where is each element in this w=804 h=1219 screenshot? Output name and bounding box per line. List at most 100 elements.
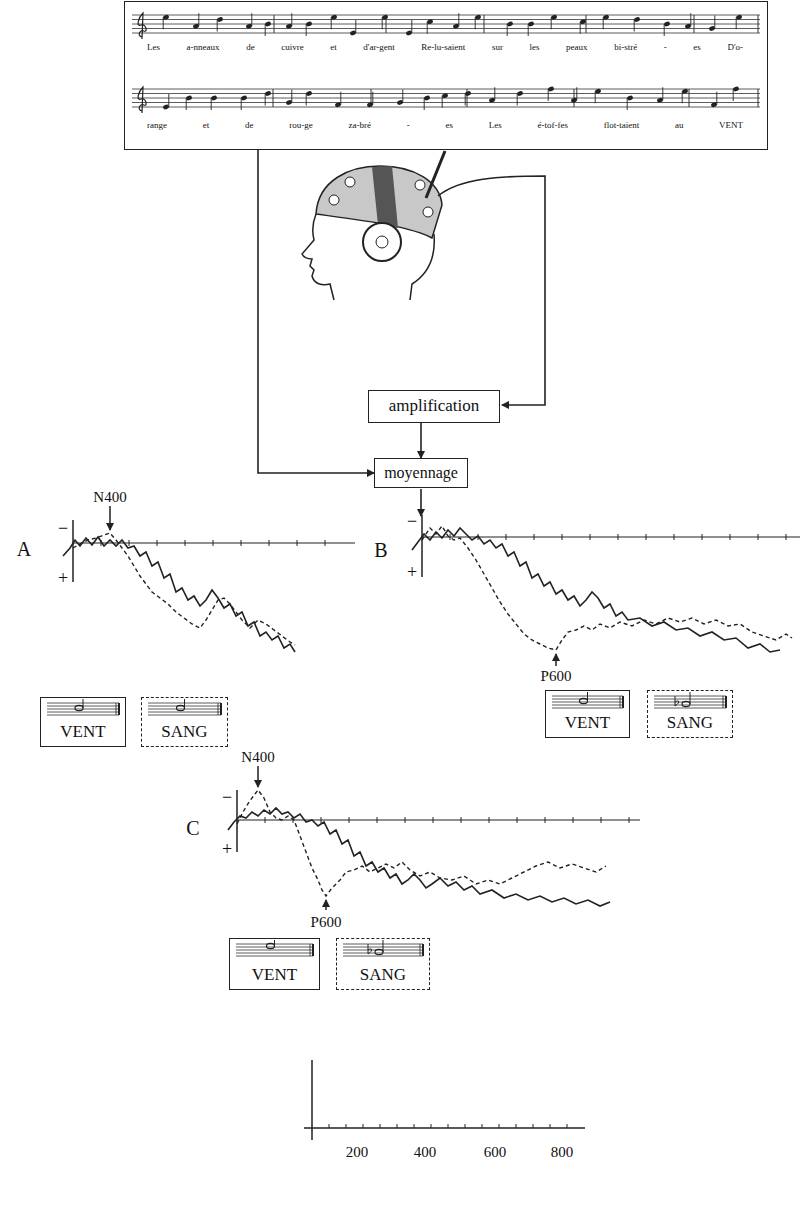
sound-pointer	[426, 151, 445, 198]
polarity-sign: +	[407, 563, 417, 581]
staff-line	[132, 89, 760, 90]
bar-line	[723, 696, 724, 708]
note-stem	[716, 92, 717, 105]
stimulus-word: VENT	[252, 966, 297, 985]
lyrics-line: range et de rou-ge za-bré - es Les é-tof…	[147, 120, 743, 131]
x-axis	[237, 819, 640, 820]
bar-line	[620, 696, 621, 708]
electrode	[415, 180, 425, 190]
bar-line	[422, 944, 424, 956]
note-stem	[424, 98, 425, 110]
y-axis	[236, 790, 238, 852]
bar-line	[586, 15, 587, 33]
y-axis	[421, 515, 423, 577]
axis-label: 400	[414, 1145, 437, 1160]
flat-sign	[368, 944, 372, 954]
staff-line	[47, 715, 119, 716]
axis-tick	[321, 817, 322, 823]
bar-line	[218, 703, 219, 715]
staff-line	[47, 712, 119, 713]
panel-b	[412, 515, 800, 666]
erp-trace-solid	[412, 528, 780, 652]
note-stem	[595, 91, 596, 103]
axis-tick	[325, 540, 326, 546]
staff-line	[343, 956, 423, 957]
erp-trace-solid	[63, 537, 295, 652]
staff-line	[132, 15, 760, 16]
peak-arrow	[555, 654, 557, 666]
note-stem	[198, 13, 199, 26]
stimulus-box: SANG	[141, 697, 228, 747]
axis-label: 200	[346, 1145, 369, 1160]
process-label: moyennage	[384, 464, 458, 482]
note-stem	[603, 17, 604, 29]
axis-tick	[129, 540, 130, 546]
axis-tick	[349, 817, 350, 823]
note-stem	[580, 22, 581, 34]
note-stem	[576, 87, 577, 100]
axis-tick	[269, 540, 270, 546]
component-label: P600	[541, 669, 572, 684]
lyrics-line: Les a-nneaux de cuivre et d'ar-gent Re-l…	[147, 42, 743, 53]
flat-sign	[675, 696, 679, 706]
note-stem	[664, 24, 665, 36]
note-head	[267, 943, 275, 948]
staff-line	[148, 715, 221, 716]
staff-line	[552, 708, 623, 709]
axis-tick	[618, 534, 619, 540]
x-axis	[73, 542, 355, 543]
axis-tick	[702, 534, 703, 540]
note-stem	[241, 98, 242, 110]
polarity-sign: −	[222, 788, 232, 806]
note-stem	[458, 13, 459, 26]
polarity-sign: +	[58, 569, 68, 587]
polarity-sign: +	[222, 840, 232, 858]
axis-tick	[730, 534, 731, 540]
note-stem	[306, 94, 307, 106]
y-axis	[72, 520, 74, 582]
note-stem	[186, 98, 187, 110]
note-stem	[736, 17, 737, 29]
note-stem	[587, 692, 588, 701]
note-stem	[411, 20, 412, 33]
axis-tick	[758, 534, 759, 540]
bar-line	[694, 15, 695, 33]
axis-tick	[433, 817, 434, 823]
stimulus-word: VENT	[60, 723, 105, 742]
stimulus-box: VENT	[229, 938, 320, 990]
note-stem	[442, 96, 443, 108]
erp-trace-dashed	[237, 790, 606, 896]
note-stem	[306, 24, 307, 36]
axis-tick	[562, 534, 563, 540]
axis-tick	[329, 1124, 330, 1128]
staff-line	[132, 107, 760, 108]
peak-arrow	[257, 766, 259, 787]
axis-tick	[213, 540, 214, 546]
process-box: moyennage	[374, 458, 468, 488]
treble-clef	[138, 87, 146, 113]
note-stem	[217, 20, 218, 32]
note-head	[682, 701, 690, 706]
note-stem	[383, 940, 384, 952]
bar-line	[420, 944, 421, 956]
staff-line	[148, 712, 221, 713]
axis-tick	[297, 540, 298, 546]
bar-line	[118, 703, 120, 715]
stimulus-box: SANG	[336, 938, 430, 990]
output-arrow	[420, 489, 422, 516]
bar-line	[758, 15, 759, 33]
axis-tick	[478, 534, 479, 540]
axis-tick	[461, 817, 462, 823]
note-stem	[355, 20, 356, 33]
bar-line	[725, 696, 727, 708]
head-back	[410, 234, 434, 300]
note-stem	[662, 87, 663, 100]
axis-label: 800	[551, 1145, 574, 1160]
note-stem	[372, 92, 373, 105]
stimulus-word: VENT	[565, 714, 610, 733]
bar-line	[622, 696, 624, 708]
stimulus-box: SANG	[647, 690, 733, 738]
axis-tick	[465, 1124, 466, 1128]
